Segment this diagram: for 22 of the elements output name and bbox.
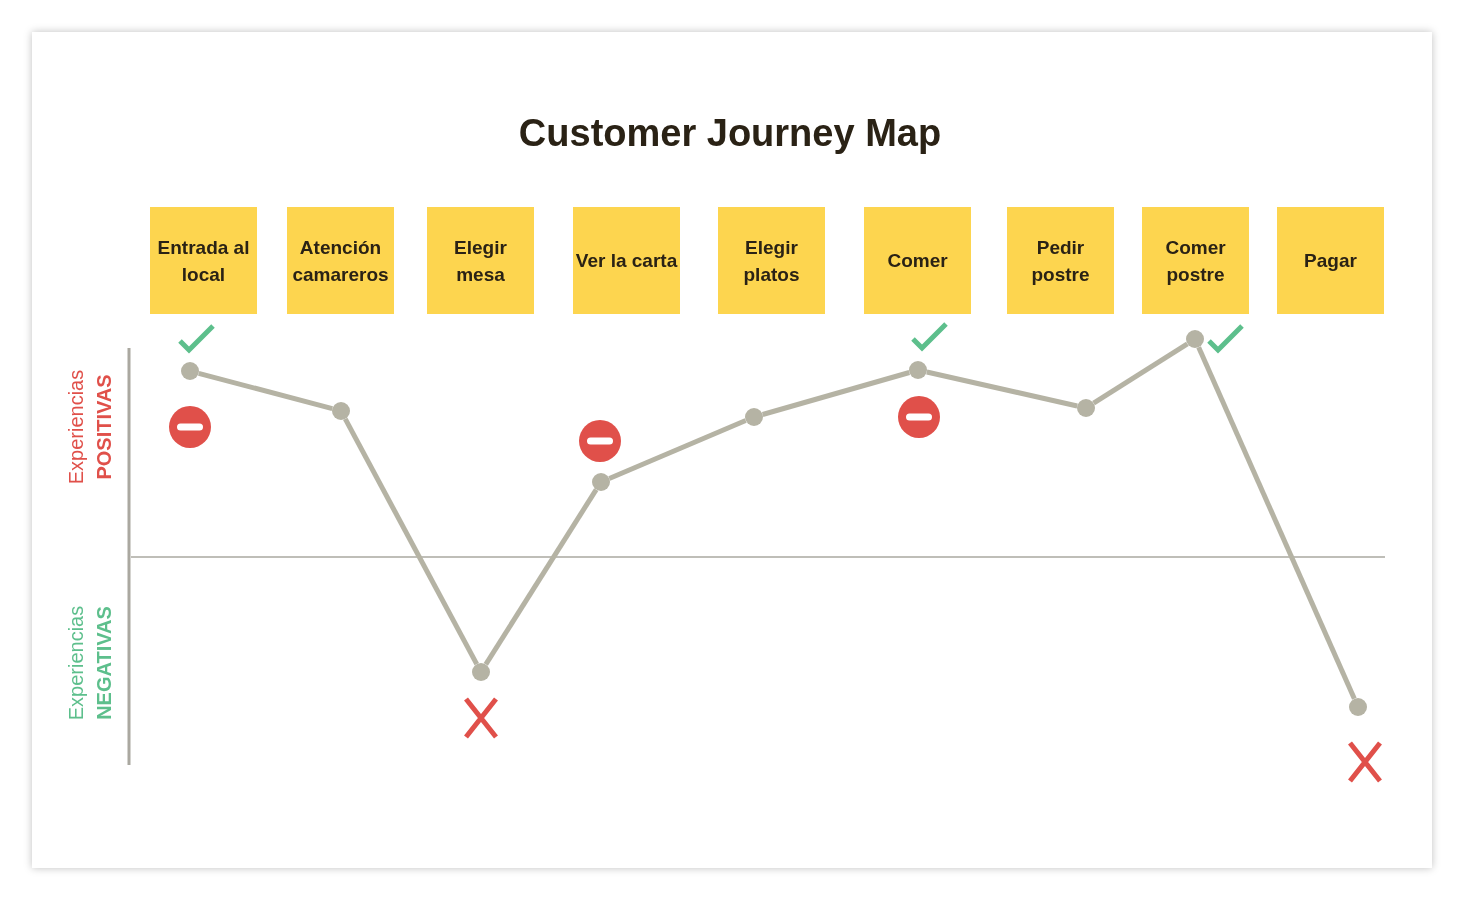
diagram-title: Customer Journey Map (518, 112, 942, 154)
axis-label: Experiencias (64, 369, 88, 485)
axis-label: NEGATIVAS (92, 606, 116, 720)
axis-label: Experiencias (64, 605, 88, 721)
step-note: Pagar (1277, 207, 1384, 314)
step-note: Pedir postre (1007, 207, 1114, 314)
journey-line (926, 369, 1078, 409)
step-note: Elegir mesa (427, 207, 534, 314)
journey-line (198, 370, 333, 412)
step-note: Comer (864, 207, 971, 314)
journey-line (1196, 346, 1357, 700)
step-note: Entrada al local (150, 207, 257, 314)
axis-label: POSITIVAS (92, 374, 116, 480)
journey-line (483, 488, 599, 666)
step-note: Comer postre (1142, 207, 1249, 314)
step-note: Ver la carta (573, 207, 680, 314)
journey-line (1092, 341, 1189, 406)
journey-line (761, 370, 911, 417)
journey-line (343, 417, 479, 666)
step-note: Elegir platos (718, 207, 825, 314)
step-note: Atención camareros (287, 207, 394, 314)
journey-line (608, 418, 747, 481)
